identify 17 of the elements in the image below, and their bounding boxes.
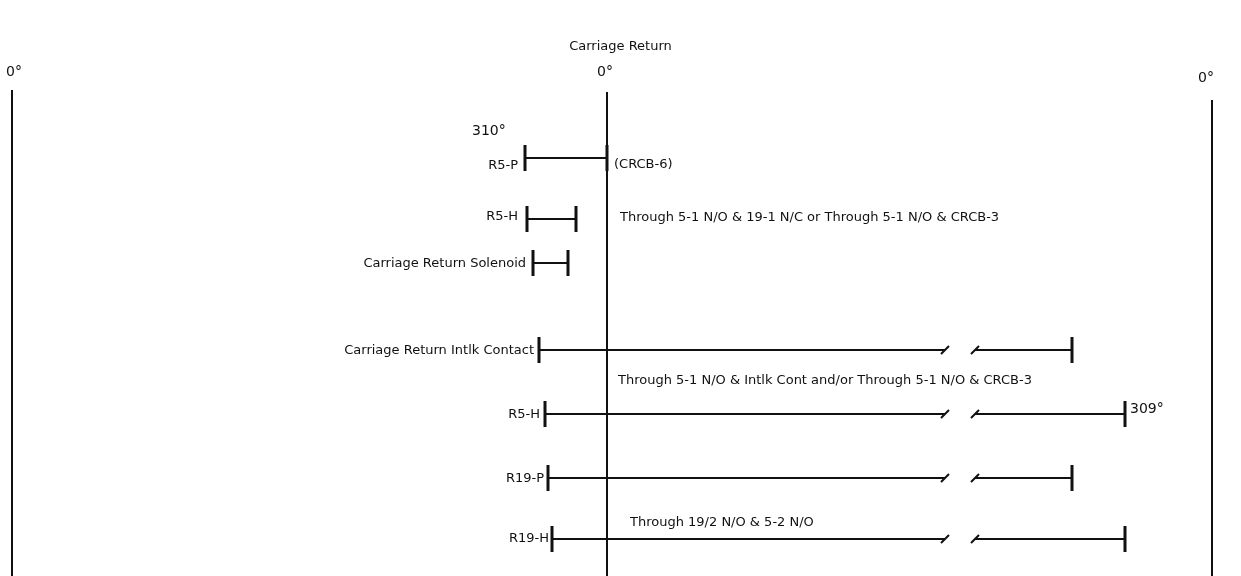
timing-label: Carriage Return Intlk Contact [344, 343, 534, 356]
timing-label: R5-P [488, 158, 518, 171]
timing-label: 0° [1198, 70, 1214, 84]
timing-label: R19-H [508, 531, 549, 544]
timing-label: R5-H [486, 209, 518, 222]
timing-label: 310° [472, 123, 506, 137]
timing-label: 0° [597, 64, 613, 78]
timing-label: Carriage Return Solenoid [363, 256, 526, 269]
timing-label: R19-P [505, 471, 544, 484]
timing-label: Through 5-1 N/O & 19-1 N/C or Through 5-1 N/O & CRCB-3 [620, 210, 1000, 223]
timing-label: 0° [6, 64, 22, 78]
timing-label: R5-H [508, 407, 540, 420]
chart-title: Carriage Return [568, 38, 673, 53]
timing-label: Through 19/2 N/O & 5-2 N/O [630, 515, 814, 528]
timing-label: 309° [1130, 401, 1164, 415]
timing-label: Through 5-1 N/O & Intlk Cont and/or Through 5-1 N/O & CRCB-3 [618, 373, 1032, 386]
timing-label: (CRCB-6) [614, 157, 673, 170]
